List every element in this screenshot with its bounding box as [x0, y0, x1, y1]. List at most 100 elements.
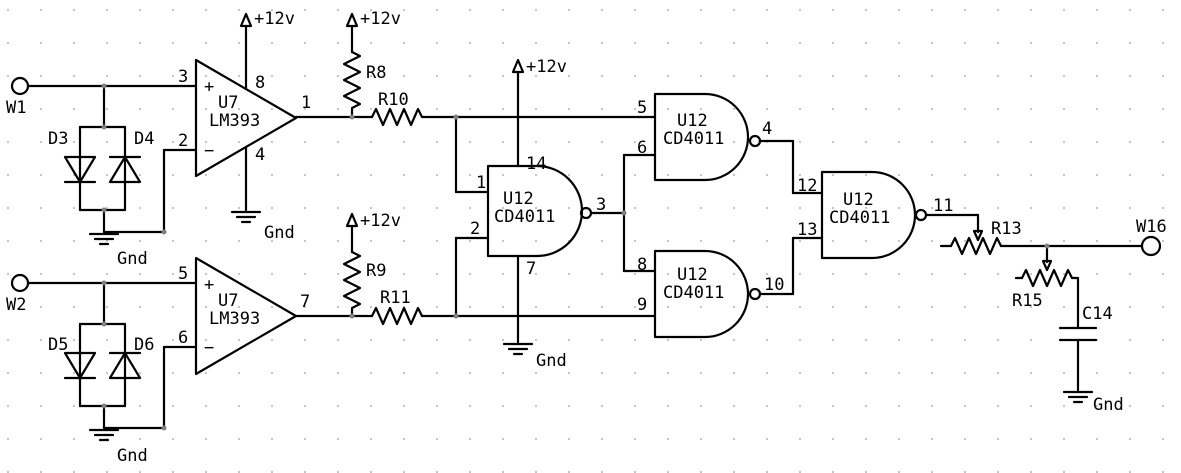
grid-dot — [766, 207, 768, 209]
grid-dot — [238, 141, 240, 143]
gate-u12-b: U12 CD4011 5 6 4 — [637, 92, 824, 195]
grid-dot — [634, 438, 636, 440]
grid-dot — [238, 207, 240, 209]
grid-dot — [832, 438, 834, 440]
grid-dot — [568, 207, 570, 209]
grid-dot — [40, 108, 42, 110]
u12c-pin9: 9 — [637, 295, 647, 315]
grid-dot — [832, 141, 834, 143]
grid-dot — [73, 372, 75, 374]
diode-d3 — [63, 155, 97, 184]
grid-dot — [7, 339, 9, 341]
grid-dot — [1129, 240, 1131, 242]
grid-dot — [964, 339, 966, 341]
grid-dot — [1030, 174, 1032, 176]
grid-dot — [304, 306, 306, 308]
grid-dot — [832, 372, 834, 374]
grid-dot — [865, 108, 867, 110]
grid-dot — [337, 273, 339, 275]
grid-dot — [733, 438, 735, 440]
grid-dot — [172, 372, 174, 374]
grid-dot — [898, 273, 900, 275]
grid-dot — [304, 471, 306, 473]
grid-dot — [733, 339, 735, 341]
grid-dot — [634, 471, 636, 473]
grid-dot — [403, 273, 405, 275]
gnd-label-c14: Gnd — [1093, 395, 1124, 415]
u12a-pin14: 14 — [526, 154, 546, 174]
grid-dot — [865, 471, 867, 473]
grid-dot — [7, 471, 9, 473]
grid-dot — [733, 306, 735, 308]
grid-dot — [1063, 141, 1065, 143]
grid-dot — [436, 405, 438, 407]
grid-dot — [601, 174, 603, 176]
grid-dot — [700, 471, 702, 473]
grid-dot — [667, 75, 669, 77]
grid-dot — [766, 75, 768, 77]
d6-label: D6 — [134, 335, 154, 355]
grid-dot — [865, 372, 867, 374]
grid-dot — [7, 372, 9, 374]
grid-dot — [535, 405, 537, 407]
grid-dot — [469, 174, 471, 176]
gate-u12-d: U12 CD4011 12 13 11 — [797, 170, 980, 260]
grid-dot — [799, 108, 801, 110]
grid-dot — [436, 174, 438, 176]
grid-dot — [73, 108, 75, 110]
grid-dot — [535, 306, 537, 308]
grid-dot — [799, 174, 801, 176]
grid-dot — [40, 405, 42, 407]
grid-dot — [271, 339, 273, 341]
grid-dot — [733, 372, 735, 374]
grid-dot — [238, 240, 240, 242]
grid-dot — [40, 141, 42, 143]
grid-dot — [832, 108, 834, 110]
grid-dot — [865, 405, 867, 407]
grid-dot — [931, 339, 933, 341]
grid-dot — [700, 9, 702, 11]
grid-dot — [271, 438, 273, 440]
grid-dot — [139, 240, 141, 242]
grid-dot — [172, 471, 174, 473]
grid-dot — [733, 108, 735, 110]
grid-dot — [1096, 372, 1098, 374]
u12a-pin2: 2 — [470, 219, 480, 239]
grid-dot — [931, 108, 933, 110]
grid-dot — [1096, 108, 1098, 110]
grid-dot — [304, 108, 306, 110]
grid-dot — [469, 9, 471, 11]
grid-dot — [271, 240, 273, 242]
grid-dot — [40, 306, 42, 308]
grid-dot — [898, 306, 900, 308]
grid-dot — [1162, 207, 1164, 209]
grid-dot — [964, 174, 966, 176]
grid-dot — [502, 240, 504, 242]
grid-dot — [799, 9, 801, 11]
grid-dot — [1096, 240, 1098, 242]
grid-dot — [304, 174, 306, 176]
grid-dot — [865, 240, 867, 242]
grid-dot — [73, 75, 75, 77]
grid-dot — [73, 42, 75, 44]
grid-dot — [766, 372, 768, 374]
grid-dot — [568, 372, 570, 374]
grid-dot — [172, 141, 174, 143]
grid-dot — [1030, 75, 1032, 77]
u7a-ref: U7 — [218, 93, 238, 113]
grid-dot — [337, 372, 339, 374]
grid-dot — [634, 42, 636, 44]
grid-dot — [601, 405, 603, 407]
grid-dot — [436, 471, 438, 473]
grid-dot — [436, 207, 438, 209]
u12d-pin13: 13 — [797, 220, 817, 240]
grid-dot — [568, 405, 570, 407]
grid-dot — [106, 141, 108, 143]
grid-dot — [766, 438, 768, 440]
grid-dot — [238, 306, 240, 308]
grid-dot — [502, 75, 504, 77]
grid-dot — [172, 174, 174, 176]
grid-dot — [436, 42, 438, 44]
grid-dot — [997, 75, 999, 77]
grid-dot — [139, 9, 141, 11]
